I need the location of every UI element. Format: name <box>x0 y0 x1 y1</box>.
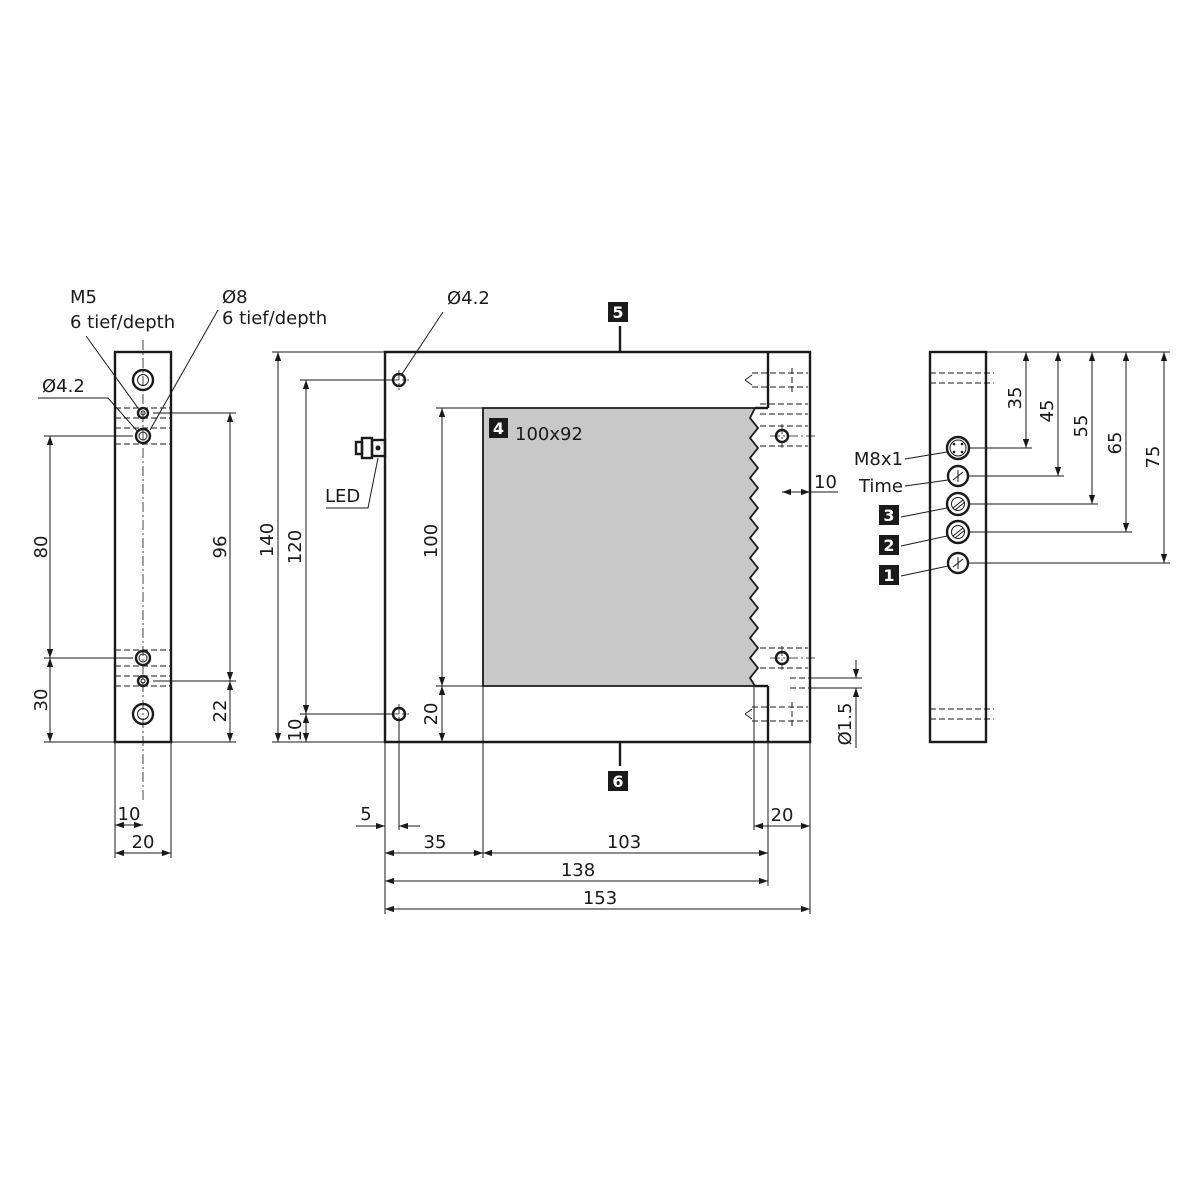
marker-1: 1 <box>883 566 894 585</box>
dim-80: 80 <box>31 536 52 559</box>
dim-22: 22 <box>210 700 231 723</box>
dim-138: 138 <box>561 860 595 881</box>
threaded-hole-top-icon <box>136 406 150 420</box>
dim-55: 55 <box>1071 415 1092 438</box>
dim-65: 65 <box>1105 432 1126 455</box>
led-label: LED <box>325 486 360 507</box>
dim-20-h: 20 <box>771 805 794 826</box>
right-side-view: M8x1 Time 3 2 1 35 45 55 65 75 <box>854 350 1170 744</box>
dim-5: 5 <box>360 804 371 825</box>
front-view-body <box>383 350 768 744</box>
m8-label: M8x1 <box>854 449 903 470</box>
marker-5-box <box>608 302 628 322</box>
marker-5: 5 <box>612 303 623 322</box>
mount-hole-top-icon <box>389 370 409 390</box>
m5-label: M5 <box>70 287 97 308</box>
dim-45: 45 <box>1037 400 1058 423</box>
marker-4: 4 <box>493 419 504 438</box>
dim-35: 35 <box>424 832 447 853</box>
marker-1-box <box>879 565 899 585</box>
dim-20-left: 20 <box>132 832 155 853</box>
bore-top-icon <box>134 427 152 445</box>
side-hole-top-icon <box>770 424 815 448</box>
dim-96: 96 <box>210 536 231 559</box>
dim-35-right: 35 <box>1005 387 1026 410</box>
dim-30: 30 <box>31 689 52 712</box>
m5-leader <box>85 335 139 409</box>
d8-depth-label: 6 tief/depth <box>222 308 327 329</box>
front-view: 4 100x92 <box>257 288 862 914</box>
bore-bottom-icon <box>134 649 152 667</box>
d42-left-label: Ø4.2 <box>42 376 85 397</box>
d42-front-label: Ø4.2 <box>447 288 490 309</box>
counterbore-bottom-icon <box>131 702 155 726</box>
time-potentiometer-icon <box>946 464 970 488</box>
dim-103: 103 <box>607 832 641 853</box>
m8-connector-icon <box>945 435 971 461</box>
dim-140: 140 <box>257 523 278 557</box>
right-view-body <box>928 350 988 744</box>
dim-20-v: 20 <box>421 703 442 726</box>
dim-10-left: 10 <box>118 804 141 825</box>
pot-2-icon <box>945 519 971 545</box>
marker-3: 3 <box>883 506 894 525</box>
marker-3-box <box>879 505 899 525</box>
marker-4-box <box>489 418 508 438</box>
dim-75: 75 <box>1143 446 1164 469</box>
dim-100: 100 <box>421 524 442 558</box>
d8-label: Ø8 <box>222 287 248 308</box>
marker-6-box <box>608 771 628 791</box>
marker-6: 6 <box>612 772 623 791</box>
time-label: Time <box>858 476 903 497</box>
hidden-threads-bottom-icon <box>744 647 808 726</box>
led-icon <box>354 436 387 460</box>
dim-120: 120 <box>285 530 306 564</box>
side-hole-bottom-icon <box>770 646 815 670</box>
dim-153: 153 <box>583 888 617 909</box>
d42-front-leader <box>401 311 444 375</box>
hidden-threads-top-icon <box>744 368 808 447</box>
counterbore-top-icon <box>131 368 155 392</box>
led-leader <box>326 457 379 509</box>
m5-depth-label: 6 tief/depth <box>70 312 175 333</box>
window-area <box>482 407 760 687</box>
dim-10-h: 10 <box>814 472 837 493</box>
dim-d15: Ø1.5 <box>835 703 856 746</box>
d8-leader <box>149 309 219 431</box>
pot-1-icon <box>946 551 970 575</box>
pot-3-icon <box>945 491 971 517</box>
marker-2-box <box>879 535 899 555</box>
marker-2: 2 <box>883 536 894 555</box>
d42-leader <box>38 397 139 433</box>
dim-10-v: 10 <box>285 719 306 742</box>
threaded-hole-bottom-icon <box>136 674 150 688</box>
left-side-view: M5 6 tief/depth Ø8 6 tief/depth Ø4.2 80 … <box>31 287 327 858</box>
window-size-label: 100x92 <box>515 424 583 445</box>
